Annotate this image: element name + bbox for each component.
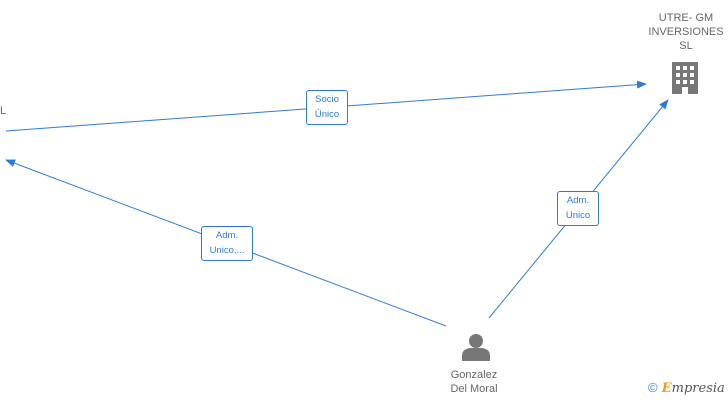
person-label[interactable]: Gonzalez Del Moral (450, 369, 498, 395)
edge-label-adm-left[interactable]: Adm. Unico,... (201, 226, 253, 261)
brand-name: mpresia (671, 381, 725, 396)
edge-label-socio[interactable]: Socio Único (306, 90, 348, 125)
building-icon[interactable] (672, 62, 698, 94)
brand-initial: E (661, 381, 672, 396)
company-left-label[interactable]: L (0, 105, 7, 117)
edge-label-adm-right[interactable]: Adm. Unico (557, 191, 599, 226)
copyright-symbol: © (648, 380, 658, 395)
person-icon[interactable] (462, 334, 490, 361)
company-right-label[interactable]: UTRE- GM INVERSIONES SL (648, 12, 724, 52)
empresia-logo: © Empresia (648, 380, 725, 396)
